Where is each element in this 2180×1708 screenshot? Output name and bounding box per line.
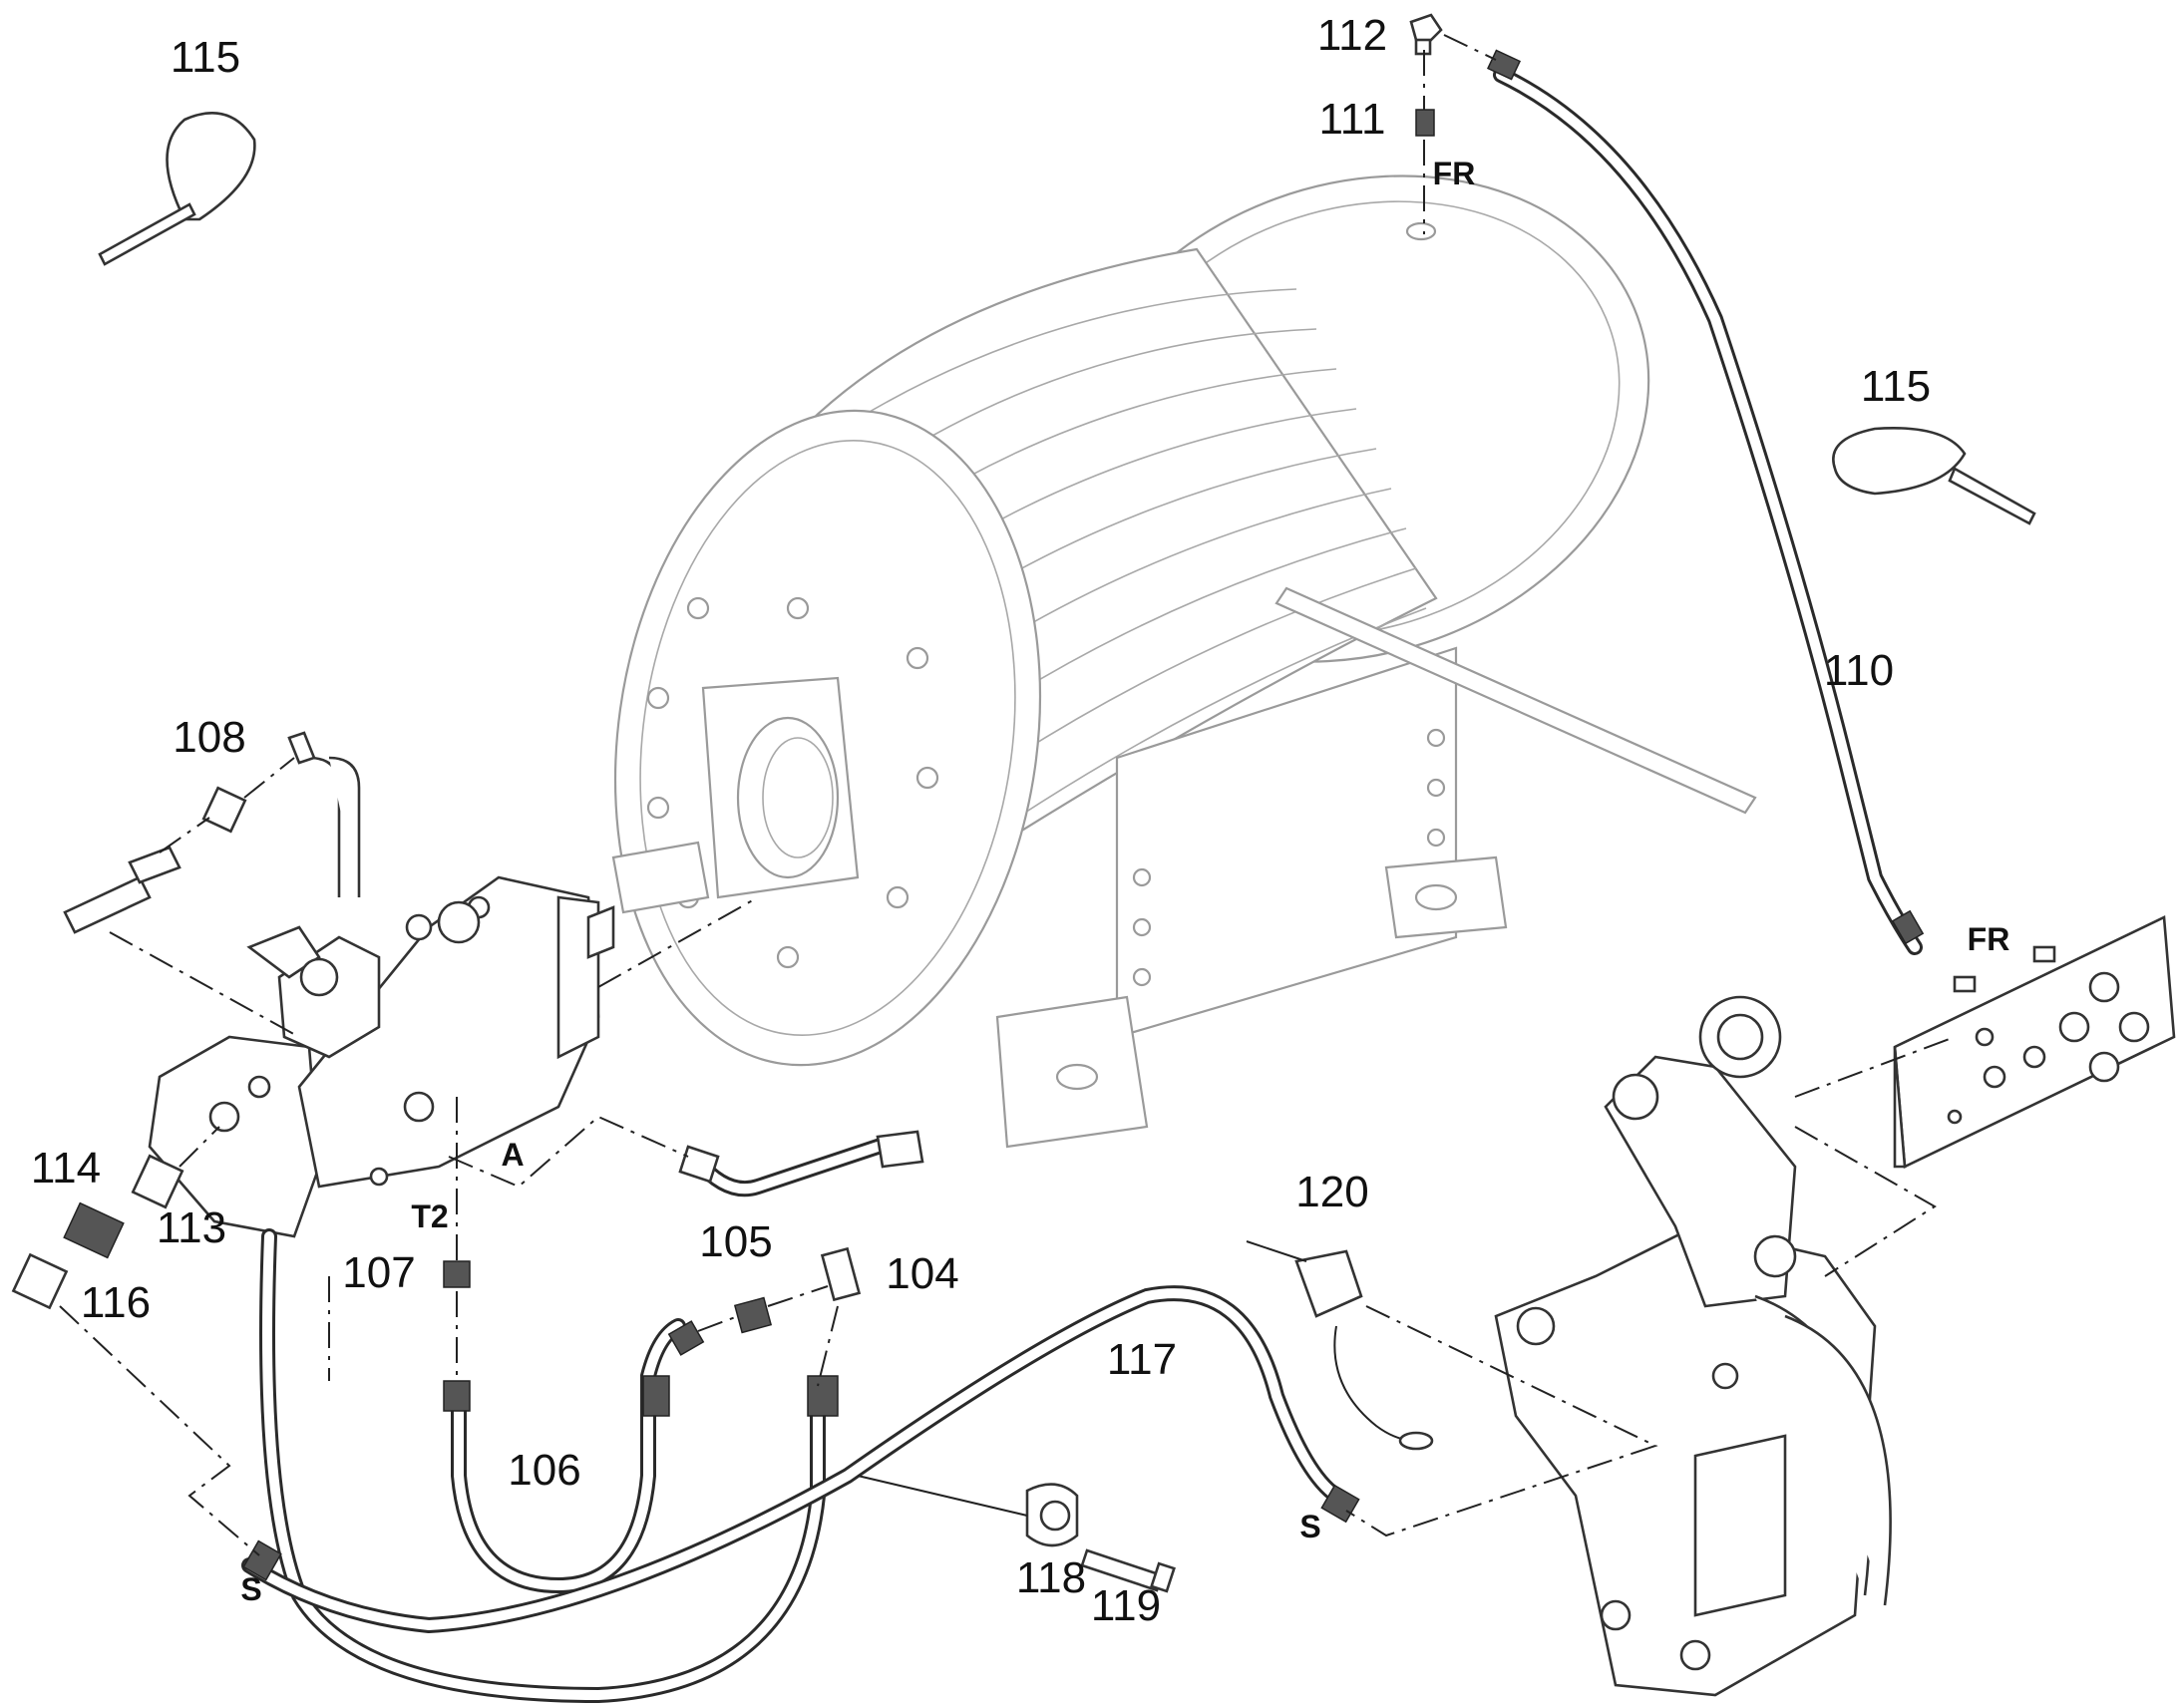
port-fr-top: FR [1432, 156, 1476, 191]
leader-lines [59, 34, 1956, 1556]
label-120: 120 [1295, 1168, 1369, 1216]
label-114: 114 [30, 1144, 102, 1193]
port-s-right: S [1299, 1509, 1321, 1544]
winch-drum [611, 174, 1757, 1149]
hook-block [1494, 995, 1892, 1697]
port-t2: T2 [411, 1198, 449, 1234]
label-108: 108 [173, 713, 246, 762]
label-111: 111 [1318, 95, 1386, 144]
elbow-112 [1409, 13, 1443, 47]
label-115-top: 115 [170, 33, 241, 82]
label-106: 106 [508, 1446, 581, 1495]
cable-tie-115-right [1832, 427, 2036, 525]
hydraulic-motor [148, 756, 615, 1238]
port-a: A [501, 1137, 525, 1173]
port-fr-right: FR [1967, 921, 2010, 957]
label-105: 105 [699, 1217, 773, 1266]
label-116: 116 [80, 1278, 152, 1327]
label-117: 117 [1106, 1335, 1178, 1384]
cable-tie-115-top [98, 112, 256, 266]
label-113: 113 [156, 1203, 227, 1252]
label-115-right: 115 [1860, 362, 1932, 411]
label-118: 118 [1015, 1553, 1087, 1602]
label-112: 112 [1316, 11, 1388, 60]
hoses [241, 67, 1923, 1704]
label-107: 107 [342, 1248, 416, 1297]
valve-block [1893, 915, 2176, 1169]
port-s-left: S [240, 1571, 262, 1607]
label-119: 119 [1090, 1581, 1162, 1630]
label-110: 110 [1823, 646, 1895, 695]
label-104: 104 [886, 1249, 959, 1298]
